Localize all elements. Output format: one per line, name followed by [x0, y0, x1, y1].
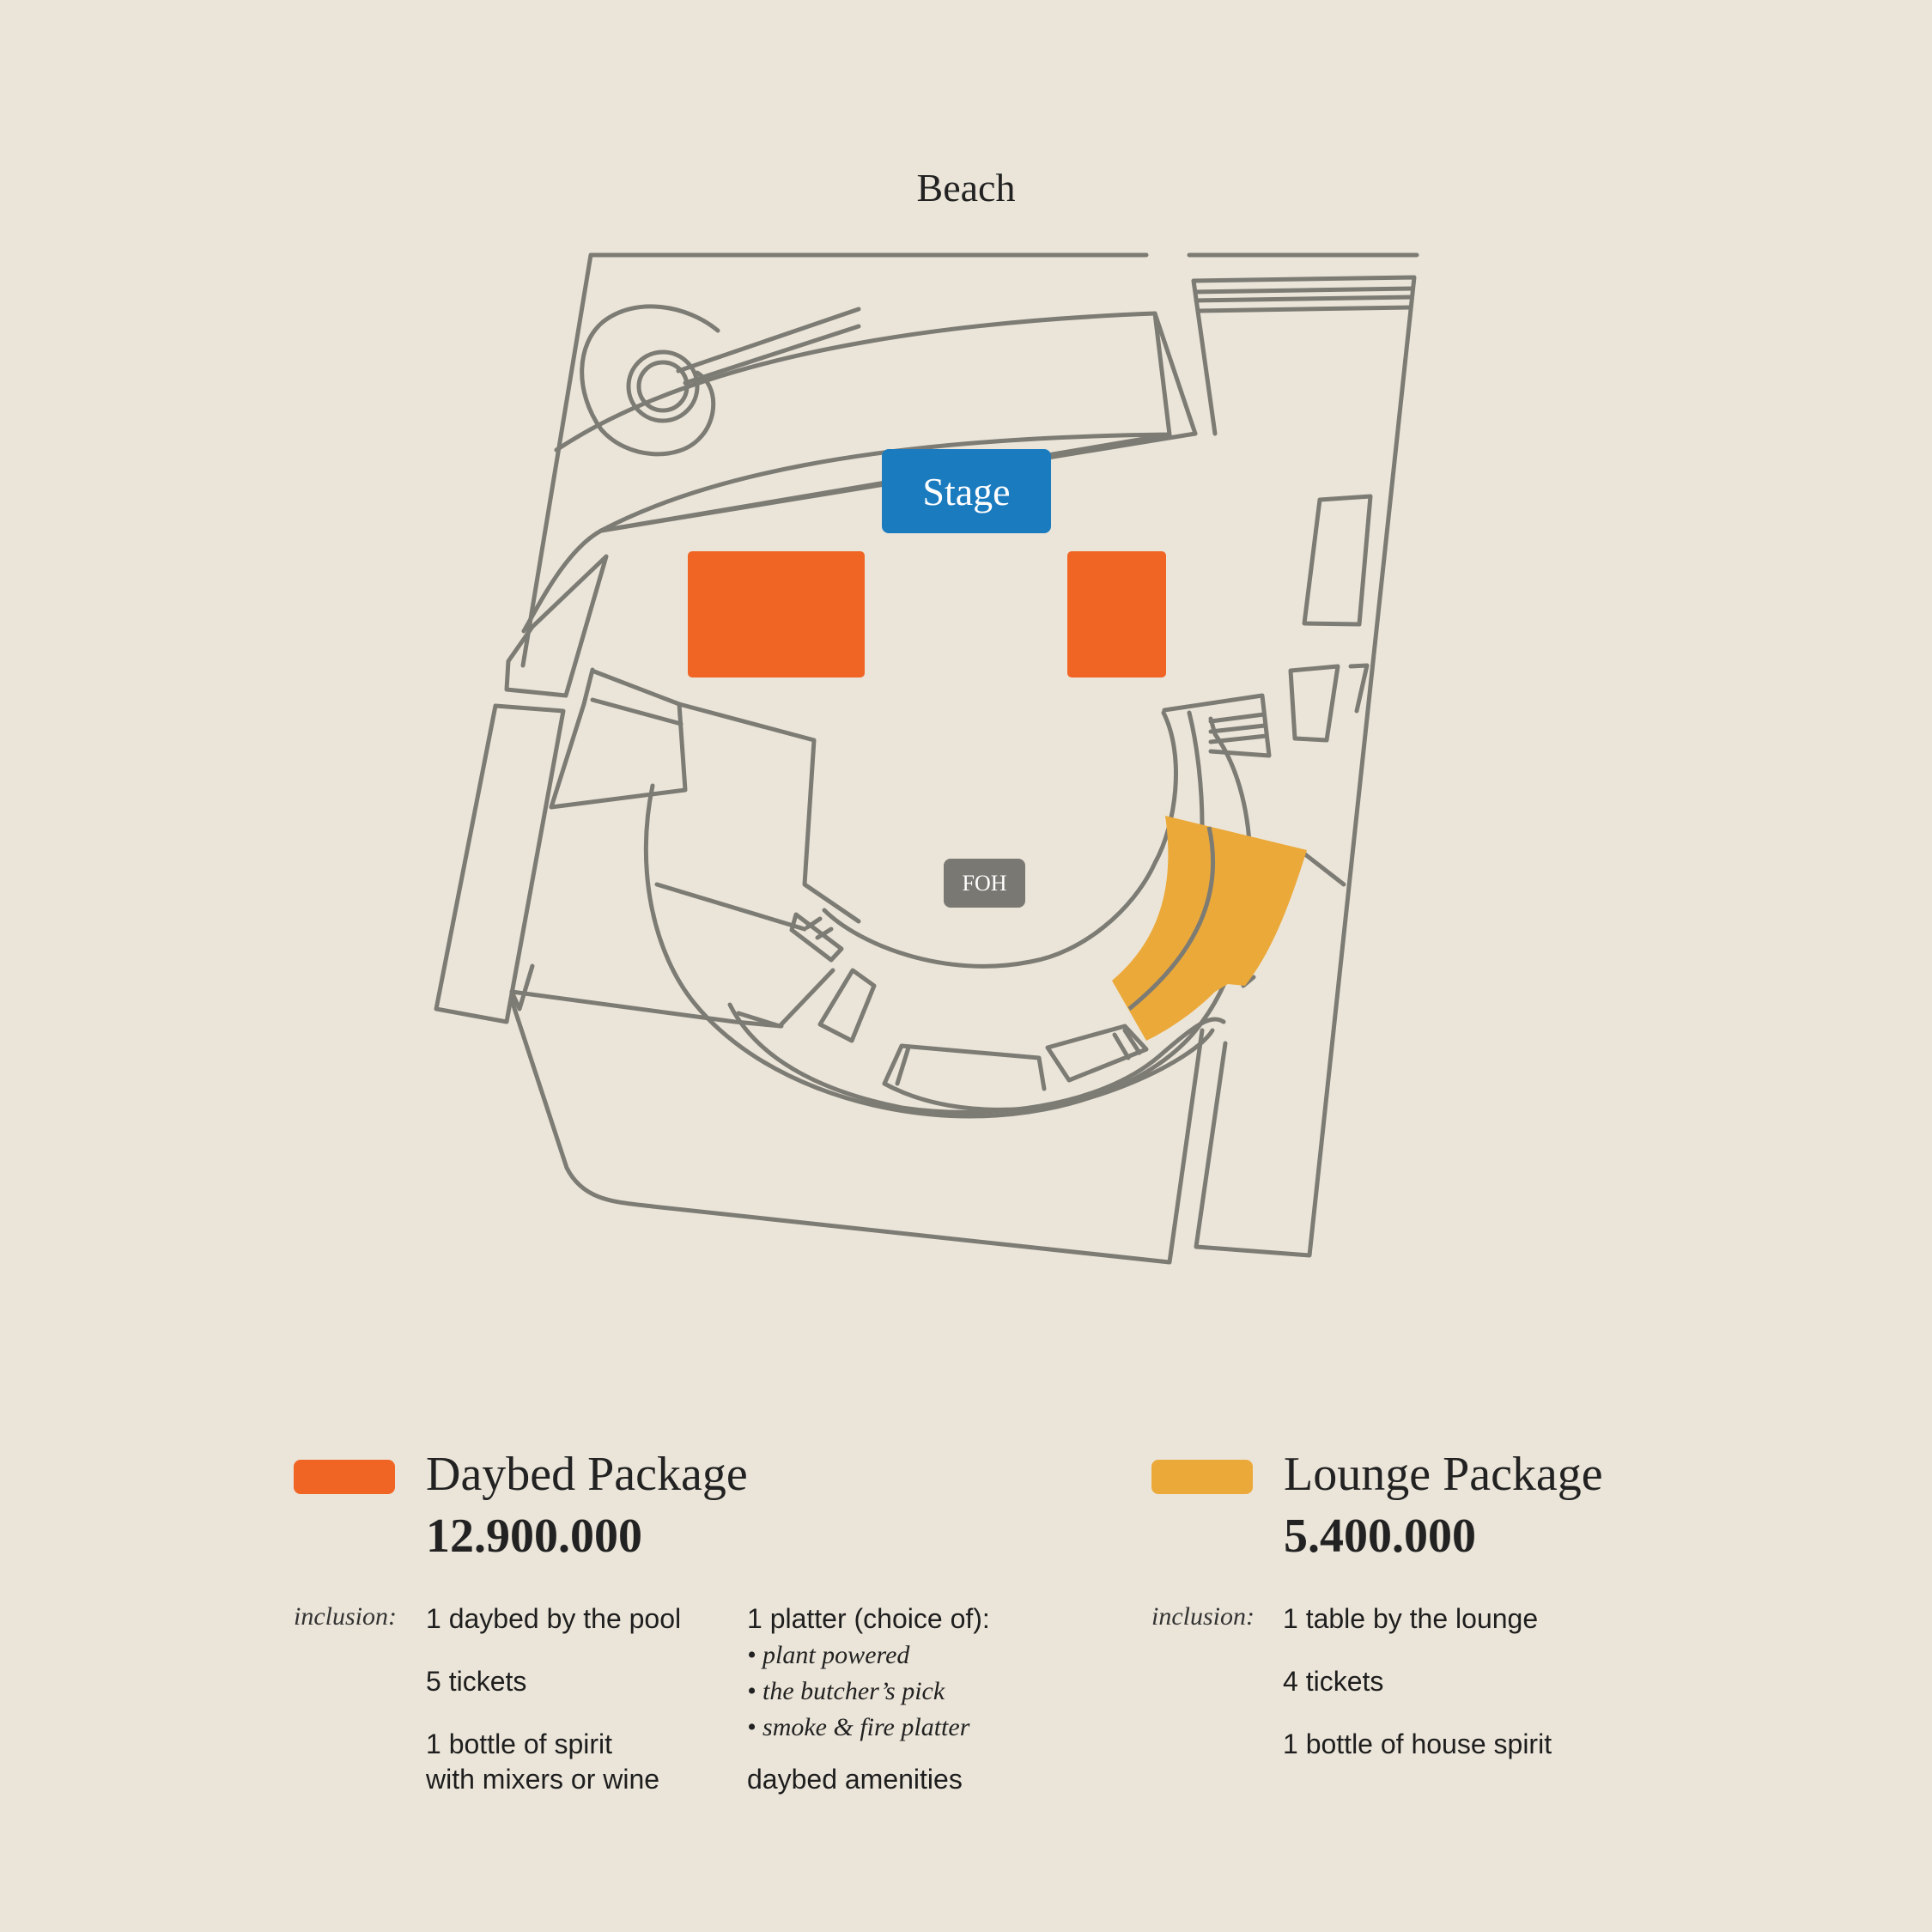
lounge-item-table: 1 table by the lounge — [1283, 1603, 1539, 1634]
stage-zone[interactable] — [882, 449, 1051, 533]
daybed-zone-left[interactable] — [688, 551, 865, 677]
stage-label: Stage — [922, 469, 1011, 513]
daybed-inclusion-label: inclusion: — [294, 1602, 397, 1631]
lounge-item-tickets: 4 tickets — [1283, 1666, 1384, 1697]
daybed-item-tickets: 5 tickets — [426, 1666, 527, 1697]
daybed-zone-right[interactable] — [1067, 551, 1166, 677]
platter-option: • the butcher’s pick — [747, 1677, 945, 1705]
foh-zone[interactable] — [944, 859, 1025, 908]
lounge-swatch — [1151, 1460, 1253, 1494]
lounge-package-name: Lounge Package — [1284, 1448, 1603, 1501]
lounge-zone[interactable] — [1112, 816, 1307, 1041]
foh-label: FOH — [962, 870, 1007, 896]
map-title: Beach — [916, 166, 1016, 210]
daybed-swatch — [294, 1460, 395, 1494]
platter-option: • smoke & fire platter — [747, 1713, 970, 1741]
daybed-item-amenities: daybed amenities — [747, 1764, 963, 1795]
daybed-item-mixers: with mixers or wine — [426, 1764, 660, 1795]
floor-plan-outline — [434, 252, 1419, 1265]
daybed-package-name: Daybed Package — [426, 1448, 748, 1501]
daybed-item-spirit: 1 bottle of spirit — [426, 1728, 612, 1759]
platter-option: • plant powered — [747, 1641, 910, 1669]
lounge-item-spirit: 1 bottle of house spirit — [1283, 1728, 1552, 1759]
daybed-package-price: 12.900.000 — [426, 1510, 642, 1563]
daybed-item-daybed: 1 daybed by the pool — [426, 1603, 682, 1634]
lounge-package-price: 5.400.000 — [1284, 1510, 1476, 1563]
lounge-inclusion-label: inclusion: — [1151, 1602, 1255, 1631]
daybed-platter-title: 1 platter (choice of): — [747, 1603, 990, 1634]
